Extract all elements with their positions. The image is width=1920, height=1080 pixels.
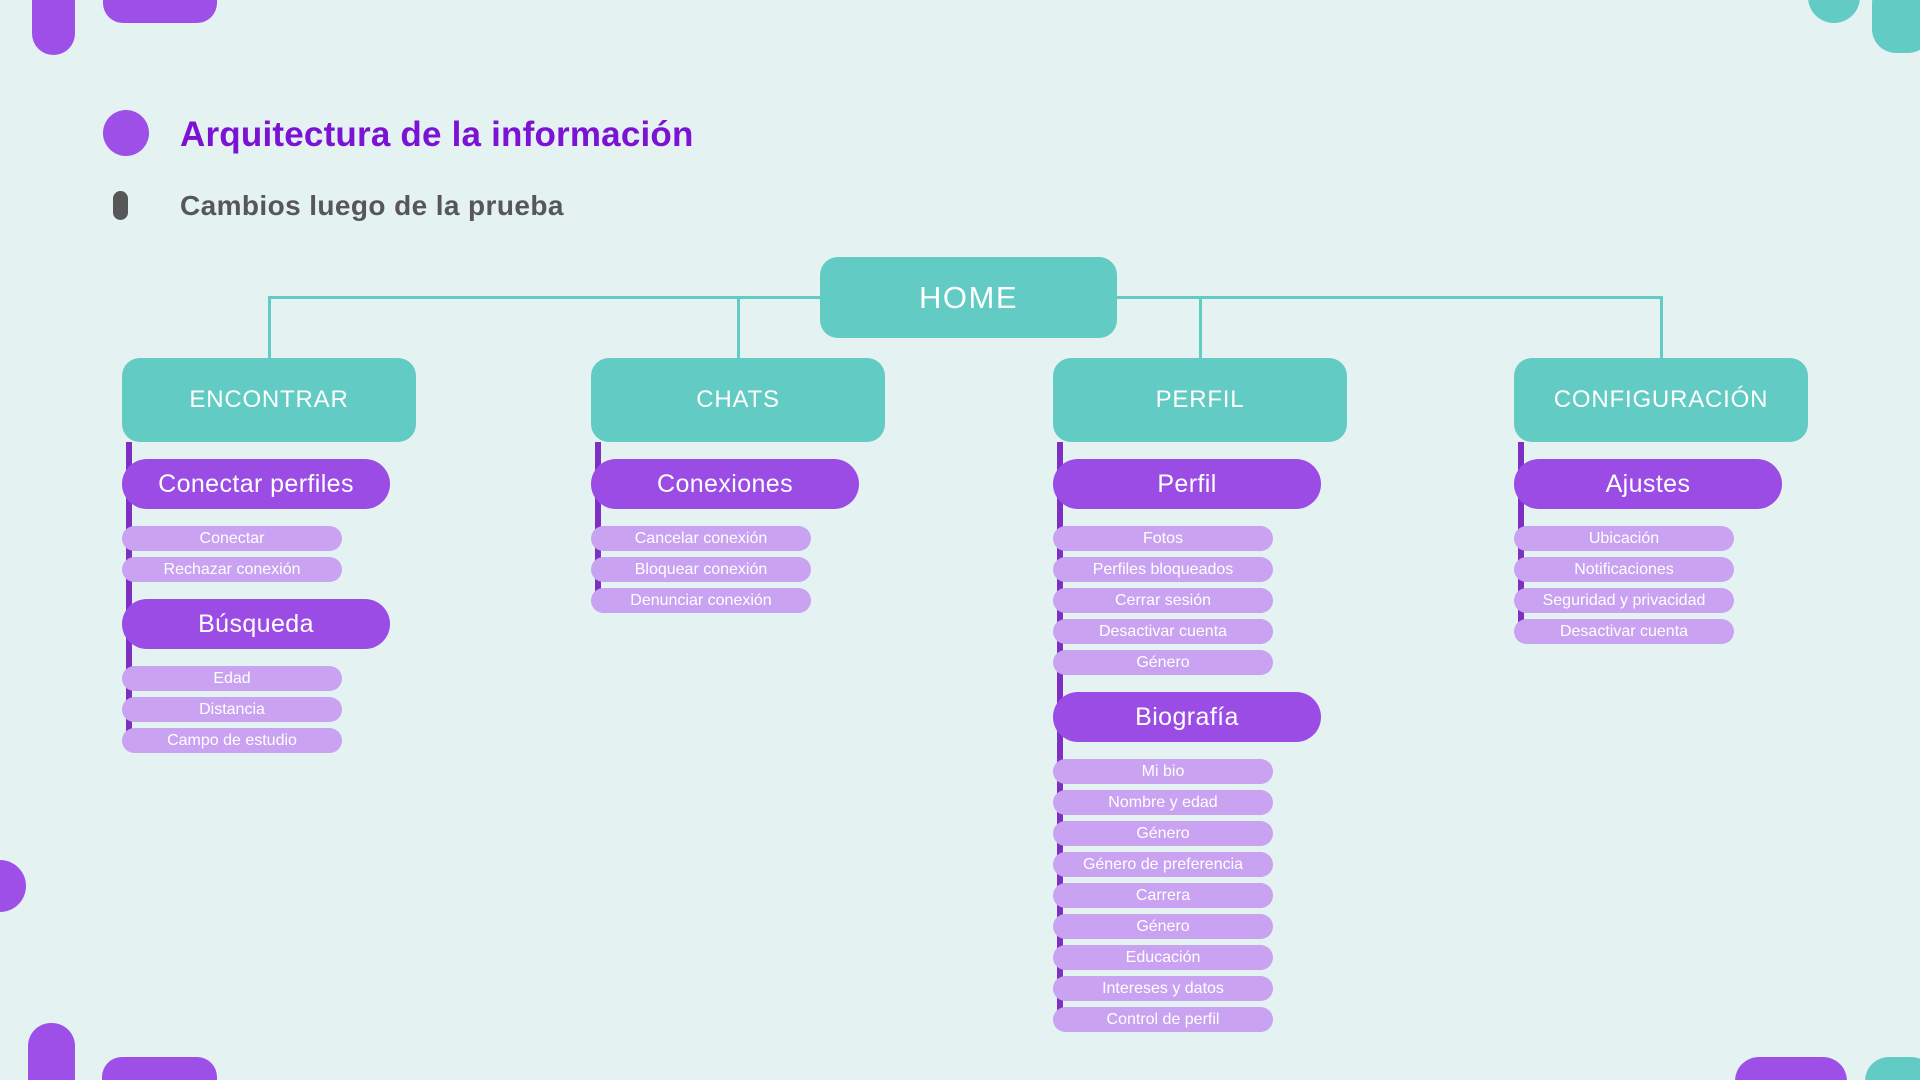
group-box-1-0: Conexiones — [591, 459, 859, 509]
item-pill-2-1-8: Control de perfil — [1053, 1007, 1273, 1032]
decor-bottom-right-teal-bar — [1865, 1057, 1920, 1080]
decor-left-halfcircle — [0, 860, 26, 912]
item-pill-2-1-2: Género — [1053, 821, 1273, 846]
page-subtitle: Cambios luego de la prueba — [180, 190, 564, 221]
item-pill-3-0-2: Seguridad y privacidad — [1514, 588, 1734, 613]
item-pill-1-0-0: Cancelar conexión — [591, 526, 811, 551]
item-pill-2-0-0: Fotos — [1053, 526, 1273, 551]
decor-top-left-bar — [103, 0, 217, 23]
item-pill-2-1-6: Educación — [1053, 945, 1273, 970]
group-box-0-0: Conectar perfiles — [122, 459, 390, 509]
item-pill-0-0-0: Conectar — [122, 526, 342, 551]
group-box-3-0: Ajustes — [1514, 459, 1782, 509]
branch-header-2: PERFIL — [1053, 358, 1347, 442]
branch-header-3: CONFIGURACIÓN — [1514, 358, 1808, 442]
branch-header-0: ENCONTRAR — [122, 358, 416, 442]
node-home: HOME — [820, 257, 1117, 338]
connector-vertical-3 — [1659, 296, 1663, 360]
item-pill-2-0-4: Género — [1053, 650, 1273, 675]
decor-bottom-right-bar — [1735, 1057, 1847, 1080]
item-pill-3-0-3: Desactivar cuenta — [1514, 619, 1734, 644]
item-pill-2-0-2: Cerrar sesión — [1053, 588, 1273, 613]
title-bullet-icon — [103, 110, 149, 156]
item-pill-0-0-1: Rechazar conexión — [122, 557, 342, 582]
item-pill-2-0-3: Desactivar cuenta — [1053, 619, 1273, 644]
item-pill-2-1-0: Mi bio — [1053, 759, 1273, 784]
group-box-2-1: Biografía — [1053, 692, 1321, 742]
item-pill-2-1-3: Género de preferencia — [1053, 852, 1273, 877]
branch-spine-2 — [1057, 442, 1063, 1029]
group-box-2-0: Perfil — [1053, 459, 1321, 509]
connector-vertical-2 — [1198, 296, 1202, 360]
item-pill-2-1-4: Carrera — [1053, 883, 1273, 908]
branch-spine-0 — [126, 442, 132, 750]
connector-vertical-0 — [267, 296, 271, 360]
item-pill-3-0-1: Notificaciones — [1514, 557, 1734, 582]
item-pill-0-1-2: Campo de estudio — [122, 728, 342, 753]
item-pill-0-1-0: Edad — [122, 666, 342, 691]
decor-bottom-left-pill — [28, 1023, 75, 1080]
decor-top-left-pill — [32, 0, 75, 55]
item-pill-2-1-1: Nombre y edad — [1053, 790, 1273, 815]
item-pill-1-0-1: Bloquear conexión — [591, 557, 811, 582]
item-pill-2-0-1: Perfiles bloqueados — [1053, 557, 1273, 582]
item-pill-2-1-7: Intereses y datos — [1053, 976, 1273, 1001]
item-pill-0-1-1: Distancia — [122, 697, 342, 722]
item-pill-2-1-5: Género — [1053, 914, 1273, 939]
subtitle-bullet-icon — [113, 191, 128, 220]
page-title: Arquitectura de la información — [180, 115, 694, 154]
group-box-0-1: Búsqueda — [122, 599, 390, 649]
item-pill-3-0-0: Ubicación — [1514, 526, 1734, 551]
decor-top-right-pill — [1872, 0, 1920, 53]
item-pill-1-0-2: Denunciar conexión — [591, 588, 811, 613]
decor-top-right-halfcircle — [1808, 0, 1860, 23]
branch-header-1: CHATS — [591, 358, 885, 442]
decor-bottom-left-bar — [102, 1057, 217, 1080]
connector-vertical-1 — [736, 296, 740, 360]
